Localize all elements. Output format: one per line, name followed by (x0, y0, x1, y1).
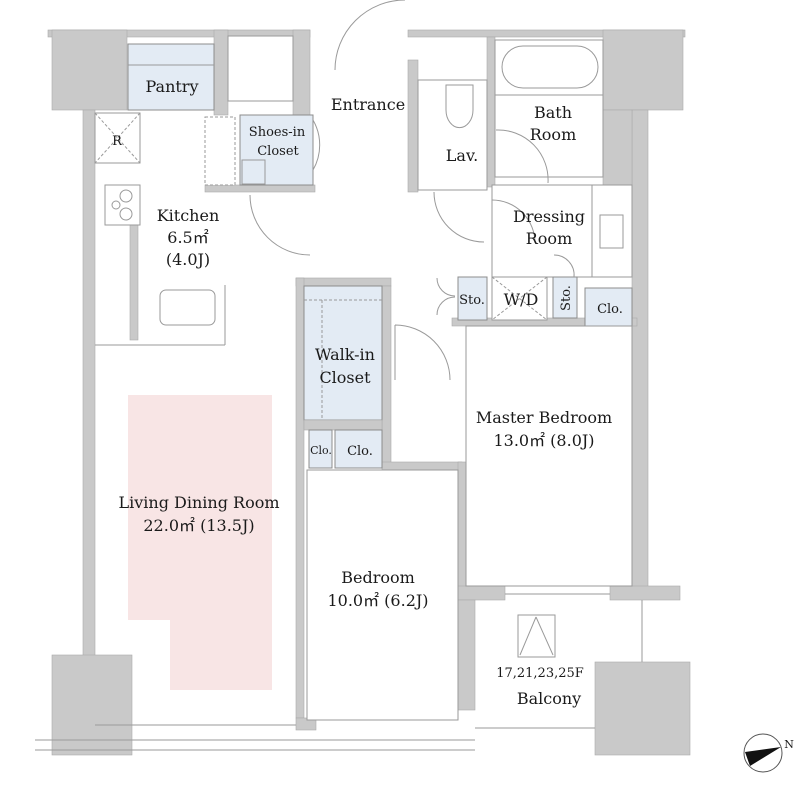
small-closet-label: Clo. (310, 444, 332, 457)
walk-in-closet-label: Walk-in (315, 345, 375, 364)
compass-north-label: N (784, 738, 794, 751)
shoes-closet (239, 114, 314, 186)
refrigerator-label: R (112, 134, 123, 149)
shoes-closet-label: Shoes-in (249, 125, 306, 140)
dressing-label-2: Room (526, 229, 572, 248)
toilet-icon (445, 84, 474, 129)
bath-label-2: Room (530, 125, 576, 144)
wd-label: W/D (504, 290, 539, 309)
bath-room (494, 39, 604, 178)
living-dining-label: Living Dining Room (118, 493, 279, 512)
storage-box (227, 35, 294, 102)
pantry (127, 43, 215, 111)
kitchen-jo: (4.0J) (166, 250, 210, 269)
compass-icon (743, 733, 783, 773)
walk-in-closet (303, 285, 383, 421)
balcony-label: Balcony (517, 689, 581, 708)
shoes-closet-label-2: Closet (257, 144, 299, 159)
bath-label: Bath (534, 103, 572, 122)
balcony-floors-label: 17,21,23,25F (496, 666, 584, 681)
master-closet-label: Clo. (597, 302, 623, 317)
storage-1 (457, 276, 488, 321)
bedroom (306, 469, 459, 721)
master-bedroom-label: Master Bedroom (476, 408, 612, 427)
master-bedroom (465, 325, 633, 587)
entrance-door (334, 0, 406, 71)
balcony-hatch (517, 614, 556, 658)
dressing-label: Dressing (513, 207, 585, 226)
bedroom-area: 10.0㎡ (6.2J) (327, 591, 428, 610)
bedroom-closet (334, 429, 383, 469)
entrance-label: Entrance (331, 95, 405, 114)
bedroom-label: Bedroom (341, 568, 415, 587)
small-closet (308, 429, 333, 469)
lavatory (417, 79, 488, 191)
kitchen-sink (159, 289, 216, 326)
walk-in-closet-label-2: Closet (319, 368, 371, 387)
storage-2-label: Sto. (559, 285, 574, 311)
bathtub-icon (501, 45, 599, 89)
walls (35, 29, 691, 756)
master-bedroom-area: 13.0㎡ (8.0J) (493, 431, 594, 450)
lavatory-label: Lav. (446, 146, 478, 165)
kitchen-label: Kitchen (157, 206, 220, 225)
storage-2 (552, 276, 578, 319)
living-dining-area: 22.0㎡ (13.5J) (143, 516, 254, 535)
pantry-label: Pantry (145, 77, 198, 96)
master-closet (584, 287, 633, 327)
kitchen-area: 6.5㎡ (167, 228, 208, 247)
dressing-room (491, 184, 633, 278)
storage-1-label: Sto. (459, 293, 485, 308)
living-dining-highlight (128, 395, 272, 690)
bedroom-closet-label: Clo. (347, 444, 373, 459)
